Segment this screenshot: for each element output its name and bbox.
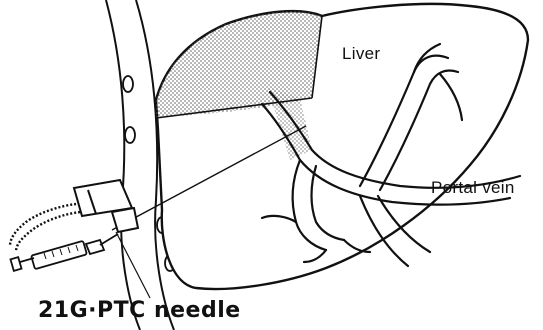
needle-leader-line	[116, 232, 150, 298]
syringe	[11, 234, 118, 271]
portal-vein-label: Portal vein	[431, 178, 515, 198]
liver-label: Liver	[342, 44, 380, 64]
ultrasound-probe	[74, 180, 138, 232]
needle-label: 21G·PTC needle	[38, 298, 241, 323]
